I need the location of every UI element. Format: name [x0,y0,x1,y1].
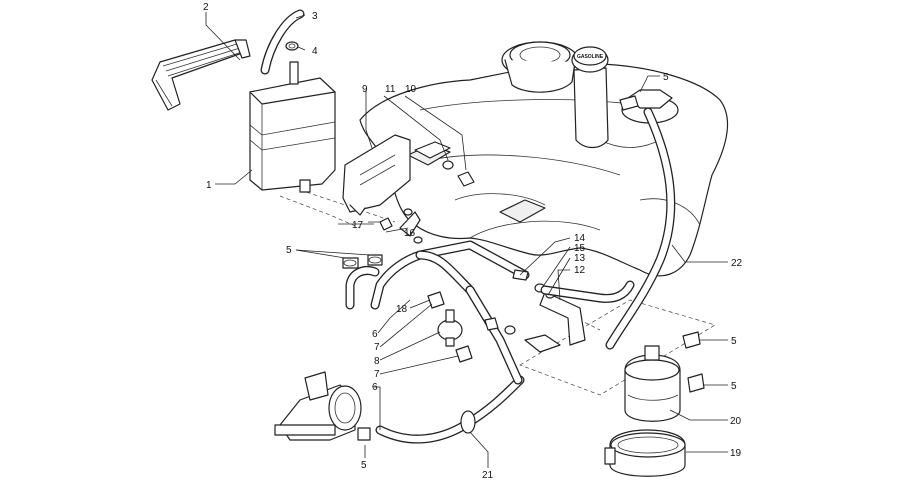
callout-9: 9 [362,84,368,95]
part-2-strap-bracket [151,39,251,111]
callout-21: 21 [482,470,494,481]
callout-5-right-upper: 5 [731,336,737,347]
callout-20: 20 [730,416,742,427]
part-11-rubber-pad [414,141,454,170]
part-20-vapor-separator [624,345,681,422]
callout-5-right-lower: 5 [731,381,737,392]
part-6-hose-upper [345,240,530,310]
intake-throttle-body [274,371,362,441]
callout-10: 10 [405,84,417,95]
callout-1: 1 [206,180,212,191]
part-5-clamp-e [687,373,705,393]
callout-17: 17 [352,220,364,231]
part-5-clamp-d [682,331,701,349]
part-1-carbon-canister [249,61,336,193]
callout-12: 12 [574,265,586,276]
callout-3: 3 [312,11,318,22]
part-7-clip-lower [455,345,473,363]
callout-18: 18 [396,304,408,315]
callout-7-upper: 7 [374,342,380,353]
callout-5-left: 5 [286,245,292,256]
callout-6-lower: 6 [372,382,378,393]
callout-5-bottom: 5 [361,460,367,471]
callout-16: 16 [404,228,416,239]
part-16-bracket [399,208,423,244]
part-15-hose-small [484,280,635,353]
part-5-clamp-a [342,257,359,269]
part-6-hose-lower [375,375,525,444]
part-5-clamp-b [367,254,383,266]
callout-6-upper: 6 [372,329,378,340]
callout-2: 2 [203,2,209,13]
part-8-inline-filter [437,309,463,347]
callout-labels: 1 2 3 4 5 5 5 5 5 6 6 7 7 8 9 10 11 12 1… [203,2,743,481]
part-22-long-hose [605,107,676,350]
part-17-bolt [368,217,393,231]
part-9-bracket [342,134,411,216]
part-10-bolt [457,171,475,187]
callout-22: 22 [731,258,743,269]
part-3-hose [260,9,305,75]
callout-13: 13 [574,253,586,264]
callout-leader-lines [205,12,728,468]
part-19-strap [604,429,686,477]
filler-neck-and-cap: GASOLINE [571,46,609,149]
callout-19: 19 [730,448,742,459]
callout-4: 4 [312,46,318,57]
fuel-cap-label: GASOLINE [577,54,604,60]
callout-15: 15 [574,243,586,254]
part-21-hose [460,285,523,434]
callout-8: 8 [374,356,380,367]
part-5-clamp-c [357,427,371,441]
callout-14: 14 [574,233,586,244]
part-12-bracket [539,291,586,346]
callout-11: 11 [385,84,396,95]
part-4-hose-clamp [285,41,299,51]
part-5-clamp-f [619,95,639,111]
callout-7-lower: 7 [374,369,380,380]
callout-5-tank: 5 [663,72,669,83]
